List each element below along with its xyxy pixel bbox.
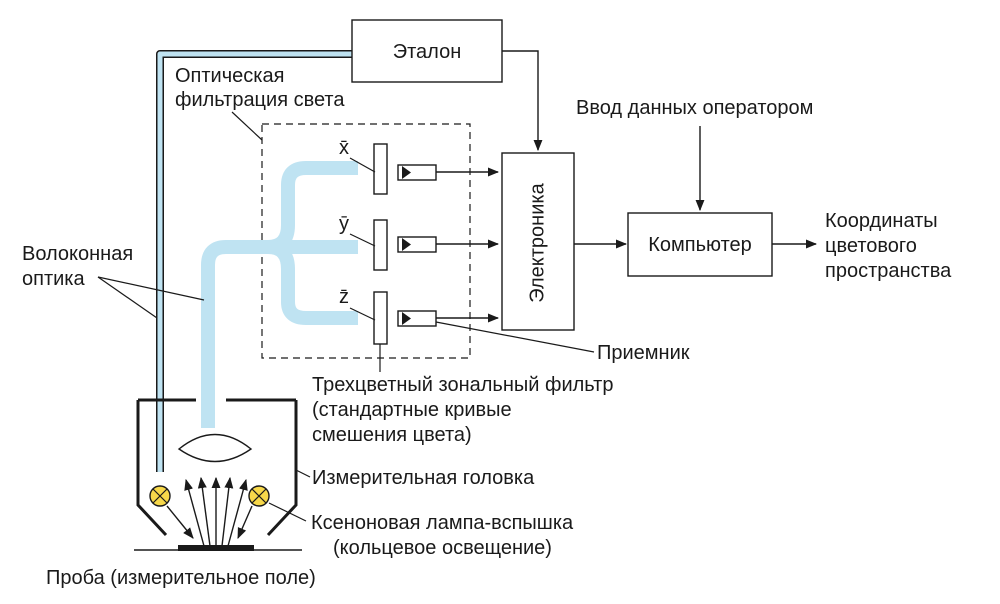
xenon-lamp-right — [248, 485, 270, 507]
coordinates-label-line1: Координаты — [825, 210, 938, 232]
filter-label-line1: Трехцветный зональный фильтр — [312, 374, 613, 396]
optical-filtration-label-line2: фильтрация света — [175, 89, 345, 111]
filter-x — [373, 143, 388, 195]
electronics-box — [501, 152, 575, 331]
light-rays — [166, 476, 253, 547]
filter-y — [373, 219, 388, 271]
filter-z — [373, 291, 388, 345]
lens — [177, 433, 253, 463]
tristimulus-filters — [373, 143, 388, 345]
coordinates-label-line2: цветового — [825, 235, 917, 257]
receiver-label: Приемник — [597, 342, 690, 364]
receivers — [397, 164, 437, 327]
measuring-head — [136, 398, 298, 537]
filter-x-label: x̄ — [339, 137, 349, 159]
reference-fiber — [156, 50, 352, 472]
optical-filtration-region — [261, 123, 471, 359]
main-fiber-bundle — [201, 161, 358, 428]
computer-box — [627, 212, 773, 277]
fiber-optics-label-line1: Волоконная — [22, 243, 133, 265]
coordinates-label-line3: пространства — [825, 260, 952, 282]
fiber-optics-label-line2: оптика — [22, 268, 85, 290]
filter-label-line2: (стандартные кривые — [312, 399, 512, 421]
electronics-label: Электроника — [526, 182, 548, 302]
filter-label-line3: смешения цвета) — [312, 424, 472, 446]
optical-filtration-label-line1: Оптическая — [175, 65, 284, 87]
operator-input-label: Ввод данных оператором — [576, 97, 813, 119]
xenon-lamp-left — [149, 485, 171, 507]
measuring-head-label: Измерительная головка — [312, 467, 535, 489]
etalon-label: Эталон — [393, 41, 462, 63]
filter-y-label: ȳ — [339, 213, 349, 235]
lamp-label-line2: (кольцевое освещение) — [333, 537, 552, 559]
lamp-label-line1: Ксеноновая лампа-вспышка — [311, 512, 574, 534]
filter-z-label: z̄ — [339, 286, 349, 308]
computer-label: Компьютер — [648, 234, 752, 256]
sample-label: Проба (измерительное поле) — [46, 567, 316, 589]
sample-surface — [178, 545, 254, 551]
